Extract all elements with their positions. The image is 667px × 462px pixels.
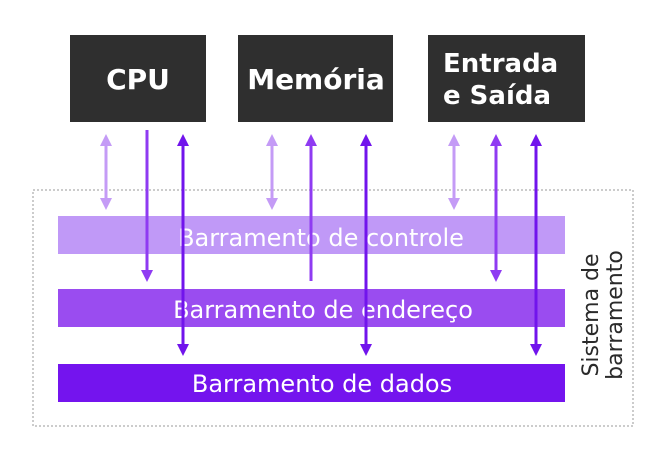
system-border	[32, 189, 634, 427]
system-label-line2: barramento	[603, 250, 628, 380]
memory-box	[238, 35, 393, 122]
io-block: Entrada e Saída	[428, 35, 585, 122]
io-label-line2: e Saída	[443, 81, 551, 111]
memory-block: Memória	[238, 35, 393, 122]
memory-label: Memória	[247, 63, 385, 96]
cpu-label: CPU	[106, 63, 170, 96]
system-label-line1: Sistema de	[579, 253, 604, 376]
data-bus: Barramento de dados	[58, 364, 565, 402]
system-label: Sistema de barramento	[579, 250, 628, 380]
cpu-block: CPU	[70, 35, 206, 122]
address-bus-label: Barramento de endereço	[173, 296, 473, 324]
data-bus-bar	[58, 364, 565, 402]
data-bus-label: Barramento de dados	[192, 370, 452, 398]
io-box	[428, 35, 585, 122]
cpu-box	[70, 35, 206, 122]
io-label-line1: Entrada	[443, 49, 558, 79]
control-bus-label: Barramento de controle	[178, 224, 464, 252]
address-bus-bar	[58, 289, 565, 327]
address-bus: Barramento de endereço	[58, 289, 565, 327]
